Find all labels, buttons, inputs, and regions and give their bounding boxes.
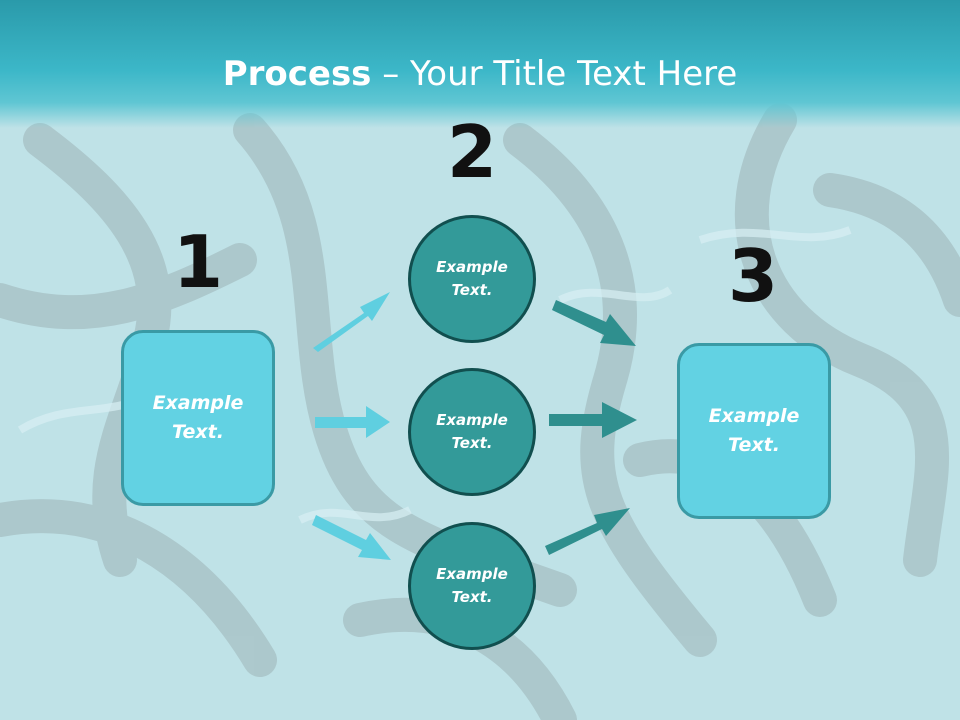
title-rest: – Your Title Text Here [371, 54, 738, 94]
circle-bottom-line1: Example [436, 565, 508, 583]
slide-title: Process – Your Title Text Here [0, 52, 960, 96]
step-number-2: 2 [446, 110, 498, 194]
right-box-line2: Text. [728, 434, 780, 456]
circle-bottom-line2: Text. [451, 588, 493, 606]
circle-middle-line1: Example [436, 411, 508, 429]
right-box-line1: Example [708, 405, 800, 427]
title-band [0, 0, 960, 128]
title-bold: Process [222, 54, 372, 94]
left-box-line2: Text. [172, 421, 224, 443]
circle-top-line1: Example [436, 258, 508, 276]
step-number-1: 1 [172, 220, 224, 304]
circle-top-line2: Text. [451, 281, 493, 299]
step-number-3: 3 [727, 234, 779, 318]
circle-middle-line2: Text. [451, 434, 493, 452]
left-box-line1: Example [152, 392, 244, 414]
